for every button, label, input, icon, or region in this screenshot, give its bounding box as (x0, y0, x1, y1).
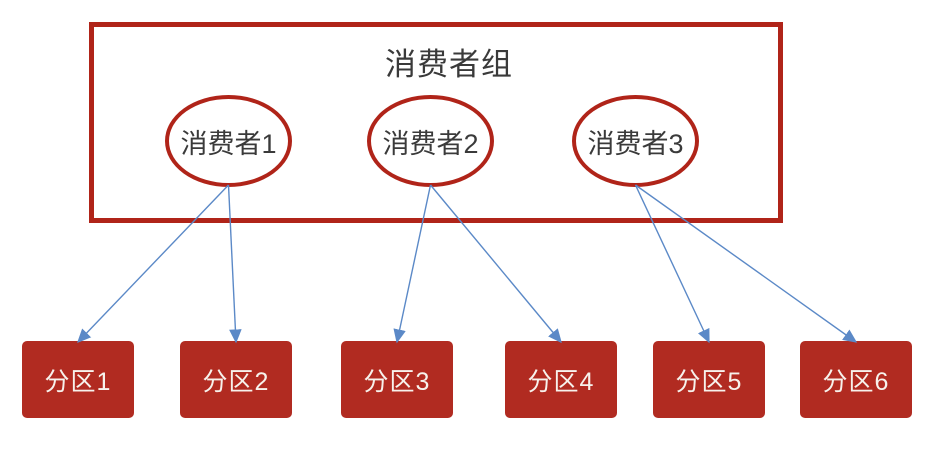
consumer-node-1-label: 消费者1 (180, 128, 277, 159)
consumer-node-3: 消费者3 (572, 95, 699, 187)
partition-node-1: 分区1 (22, 341, 134, 418)
consumer-node-2-label: 消费者2 (382, 128, 479, 159)
partition-node-4-label: 分区4 (527, 367, 595, 396)
partition-node-6: 分区6 (800, 341, 912, 418)
partition-node-3-label: 分区3 (363, 367, 431, 396)
consumer-node-2: 消费者2 (367, 95, 494, 187)
partition-node-6-label: 分区6 (822, 367, 890, 396)
partition-node-2-label: 分区2 (202, 367, 270, 396)
partition-node-5: 分区5 (653, 341, 765, 418)
consumer-node-1: 消费者1 (165, 95, 292, 187)
partition-node-3: 分区3 (341, 341, 453, 418)
partition-node-4: 分区4 (505, 341, 617, 418)
consumer-node-3-label: 消费者3 (587, 128, 684, 159)
partition-node-2: 分区2 (180, 341, 292, 418)
partition-node-1-label: 分区1 (44, 367, 112, 396)
consumer-group-title: 消费者组 (385, 47, 513, 82)
partition-node-5-label: 分区5 (675, 367, 743, 396)
